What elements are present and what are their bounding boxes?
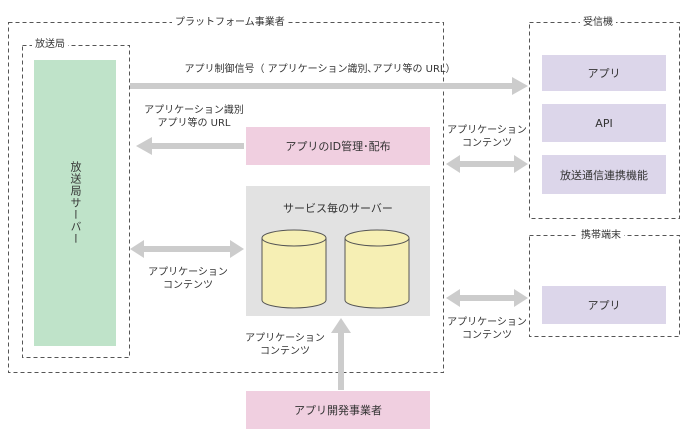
receiver-content-label-line2: コンテンツ bbox=[462, 138, 512, 149]
app-id-management-box: アプリのID管理･配布 bbox=[246, 127, 430, 165]
receiver-api-label: API bbox=[595, 116, 613, 130]
mobile-content-label-line1: アプリケーション bbox=[447, 317, 527, 328]
app-id-label-line2: アプリ等の URL bbox=[157, 118, 231, 129]
receiver-linkage-box: 放送通信連携機能 bbox=[542, 155, 666, 194]
developer-box: アプリ開発事業者 bbox=[246, 391, 430, 429]
control-signal-arrow bbox=[130, 77, 528, 95]
control-signal-label: アプリ制御信号（ アプリケーション識別､アプリ等の URL） bbox=[184, 64, 456, 75]
developer-content-arrow bbox=[331, 318, 351, 390]
broadcaster-content-arrow bbox=[130, 240, 244, 258]
mobile-app-label: アプリ bbox=[587, 299, 621, 312]
app-id-management-label: アプリのID管理･配布 bbox=[285, 140, 391, 153]
app-id-label-line1: アプリケーション識別 bbox=[144, 105, 244, 116]
broadcaster-group-title: 放送局 bbox=[32, 39, 68, 51]
database-cylinder-left bbox=[261, 229, 327, 309]
broadcaster-content-label-line2: コンテンツ bbox=[163, 280, 213, 291]
mobile-group-title: 携帯端末 bbox=[578, 230, 624, 242]
broadcaster-server-label: 放送局サーバー bbox=[69, 161, 82, 245]
platform-group-title: プラットフォーム事業者 bbox=[172, 17, 288, 29]
receiver-linkage-label: 放送通信連携機能 bbox=[560, 168, 648, 182]
mobile-group-frame bbox=[529, 235, 680, 337]
broadcaster-server-box: 放送局サーバー bbox=[34, 60, 116, 346]
receiver-group-frame bbox=[529, 22, 680, 219]
database-cylinder-right bbox=[344, 229, 410, 309]
mobile-content-arrow bbox=[446, 289, 528, 307]
mobile-app-box: アプリ bbox=[542, 286, 666, 324]
receiver-app-label: アプリ bbox=[587, 67, 621, 80]
mobile-content-label-line2: コンテンツ bbox=[462, 330, 512, 341]
service-servers-label: サービス毎のサーバー bbox=[283, 202, 393, 215]
broadcaster-content-label-line1: アプリケーション bbox=[148, 267, 228, 278]
app-id-arrow bbox=[136, 137, 244, 155]
developer-content-label-line2: コンテンツ bbox=[260, 346, 310, 357]
broadcaster-group-frame bbox=[22, 45, 130, 358]
receiver-content-arrow bbox=[446, 155, 528, 173]
developer-content-label-line1: アプリケーション bbox=[245, 333, 325, 344]
receiver-group-title: 受信機 bbox=[580, 17, 616, 29]
receiver-api-box: API bbox=[542, 104, 666, 142]
receiver-content-label-line1: アプリケーション bbox=[447, 125, 527, 136]
receiver-app-box: アプリ bbox=[542, 55, 666, 91]
developer-label: アプリ開発事業者 bbox=[294, 404, 382, 417]
